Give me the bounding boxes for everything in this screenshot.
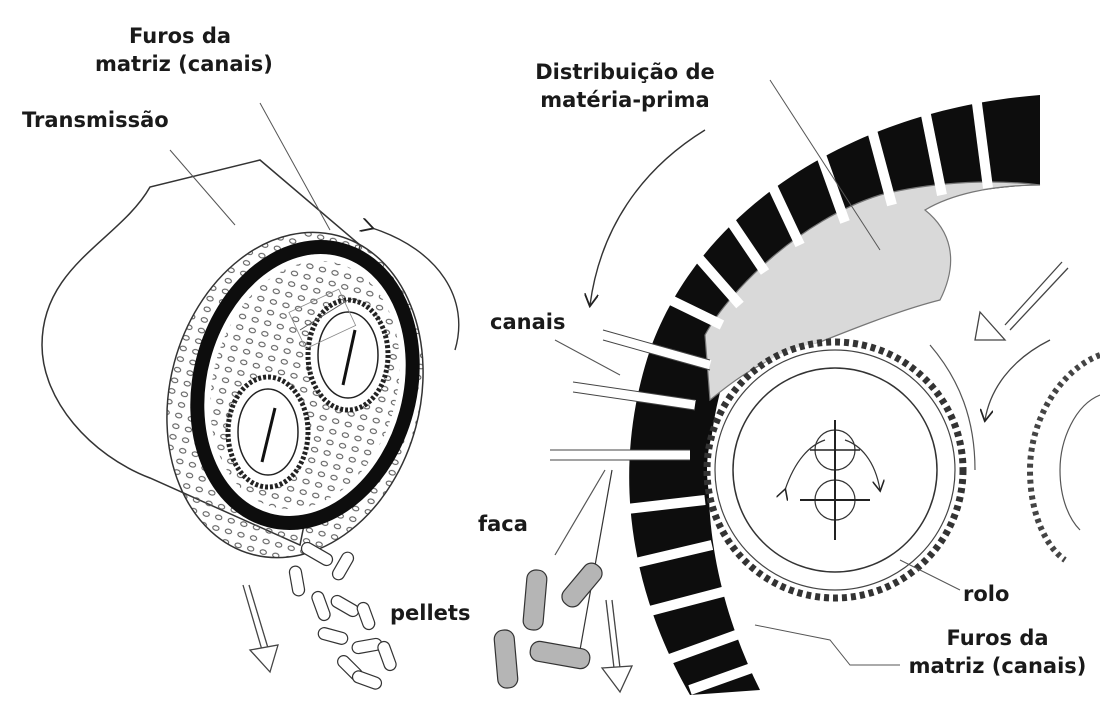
right-pellets — [494, 559, 606, 688]
label-distribuicao-line2: matéria-prima — [525, 86, 725, 114]
lower-roller — [228, 377, 308, 487]
label-furos-matriz-bottom-line2: matriz (canais) — [905, 652, 1090, 680]
feed-arrow-icon — [975, 262, 1068, 420]
knife — [555, 470, 605, 555]
label-rolo: rolo — [963, 580, 1009, 608]
label-pellets: pellets — [390, 599, 470, 627]
left-pellets — [288, 540, 397, 690]
label-distribuicao-line1: Distribuição de — [525, 58, 725, 86]
label-canais: canais — [490, 308, 565, 336]
label-furos-matriz-bottom: Furos da matriz (canais) — [905, 624, 1090, 680]
label-furos-matriz-top-line2: matriz (canais) — [95, 50, 265, 78]
roller — [707, 342, 975, 598]
pellet-fall-arrow-icon — [243, 585, 278, 672]
leader-canais — [555, 340, 620, 375]
knife-blade — [580, 470, 612, 650]
label-transmissao: Transmissão — [22, 106, 169, 134]
label-faca: faca — [478, 510, 528, 538]
label-furos-matriz-top: Furos da matriz (canais) — [95, 22, 265, 78]
label-furos-matriz-top-line1: Furos da — [95, 22, 265, 50]
pellet-fall-arrow-icon — [602, 600, 632, 692]
leader-rolo — [900, 560, 960, 590]
label-distribuicao: Distribuição de matéria-prima — [525, 58, 725, 114]
leader-furos-bottom — [755, 625, 900, 665]
neighbor-roller — [1030, 355, 1100, 560]
label-furos-matriz-bottom-line1: Furos da — [905, 624, 1090, 652]
